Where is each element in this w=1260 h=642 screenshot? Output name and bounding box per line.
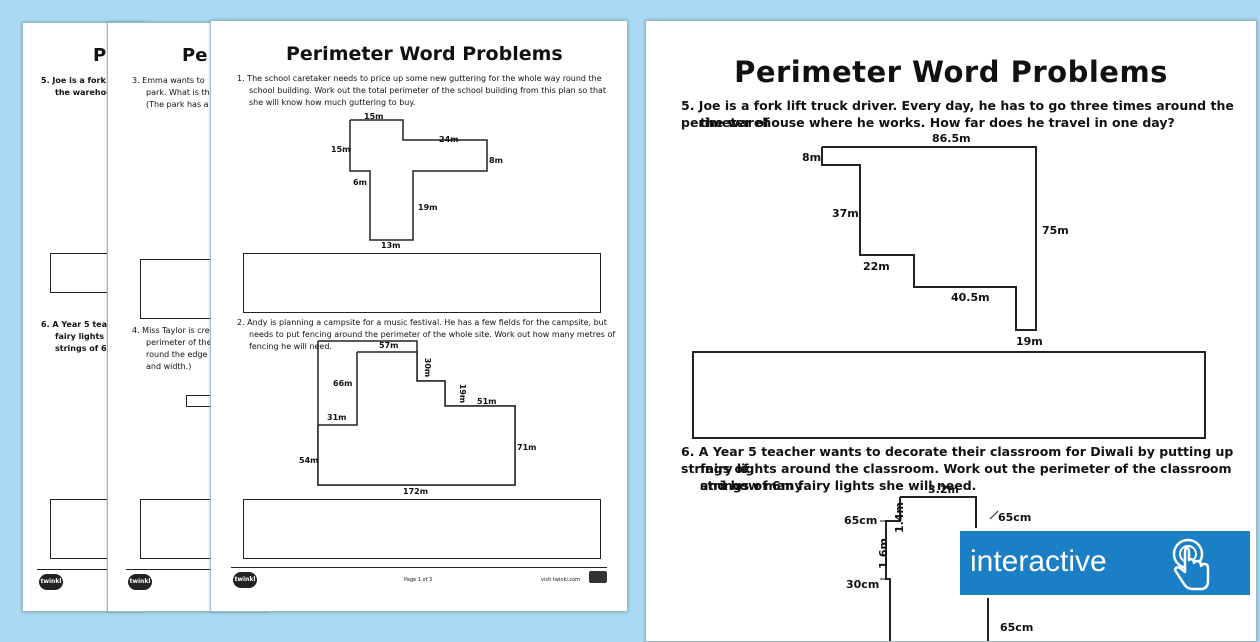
question-2-line-3: fencing he will need. bbox=[249, 342, 332, 351]
question-6-line-3: strings of 6m bbox=[55, 344, 115, 353]
dimension-label: 30cm bbox=[846, 578, 880, 591]
question-4-line-1: 4. Miss Taylor is cre bbox=[132, 326, 210, 335]
question-2-line-2: needs to put fencing around the perimete… bbox=[249, 330, 616, 339]
question-1-line-3: she will know how much guttering to buy. bbox=[249, 98, 416, 107]
twinkl-logo: twinkl go! bbox=[39, 574, 63, 601]
dimension-label: 8m bbox=[489, 156, 503, 165]
dimension-label: 13m bbox=[381, 241, 401, 250]
dimension-label: 24m bbox=[439, 135, 459, 144]
question-4-line-2: perimeter of the bbox=[146, 338, 212, 347]
question-6-line-2: fairy lights a bbox=[55, 332, 113, 341]
dimension-label: 65cm bbox=[1000, 621, 1034, 634]
answer-box-q2[interactable] bbox=[243, 499, 601, 559]
footer-divider bbox=[126, 569, 256, 570]
dimension-label: 19m bbox=[418, 203, 438, 212]
dimension-label: 6m bbox=[353, 178, 367, 187]
front-worksheet-page-1: Perimeter Word Problems 1. The school ca… bbox=[210, 20, 628, 612]
footer-divider bbox=[231, 567, 607, 568]
hand-pointer-icon bbox=[1172, 538, 1210, 591]
dimension-label: 8m bbox=[802, 151, 822, 164]
dimension-label: 172m bbox=[403, 487, 429, 496]
question-6-line-1: 6. A Year 5 teach bbox=[41, 320, 118, 329]
dimension-label: 15m bbox=[364, 112, 384, 121]
question-6-line-1: 6. A Year 5 teacher wants to decorate th… bbox=[681, 444, 1234, 476]
dimension-label-top: 3.2m bbox=[928, 483, 959, 496]
answer-box-q1[interactable] bbox=[243, 253, 601, 313]
dimension-label: 1.6m bbox=[876, 538, 890, 569]
dimension-label: 51m bbox=[477, 397, 497, 406]
page-title: Perimeter Word Problems bbox=[734, 55, 1168, 89]
answer-box-q5[interactable] bbox=[692, 351, 1206, 439]
campsite-outline bbox=[317, 351, 516, 486]
question-3-line-1: 3. Emma wants to bbox=[132, 76, 205, 85]
dimension-label: 15m bbox=[331, 145, 351, 154]
footer-url[interactable]: visit twinkl.com bbox=[541, 577, 581, 583]
dimension-label: 31m bbox=[327, 413, 347, 422]
interactive-label: interactive bbox=[970, 545, 1107, 578]
warehouse-plan bbox=[821, 146, 1037, 331]
dimension-label: 30m bbox=[423, 357, 433, 378]
dimension-label: 19m bbox=[1016, 335, 1043, 348]
dimension-label: 22m bbox=[863, 260, 890, 273]
dimension-label: 37m bbox=[832, 207, 859, 220]
question-5-line-2: the warehouse bbox=[55, 88, 122, 97]
dimension-label: 40.5m bbox=[951, 291, 990, 304]
question-5-line-2: the warehouse where he works. How far do… bbox=[700, 115, 1175, 130]
dimension-arrow bbox=[989, 510, 999, 520]
question-4-line-3: round the edge o bbox=[146, 350, 215, 359]
dimension-label: 54m bbox=[299, 456, 319, 465]
question-5-line-1: 5. Joe is a fork l bbox=[41, 76, 112, 85]
dimension-label: 71m bbox=[517, 443, 537, 452]
footer-divider bbox=[37, 569, 143, 570]
twinkl-logo: twinkl go! bbox=[128, 574, 152, 601]
dimension-label: 1.4m bbox=[892, 502, 906, 533]
question-2-line-1: 2. Andy is planning a campsite for a mus… bbox=[237, 318, 607, 327]
dimension-label: 65cm bbox=[844, 514, 878, 527]
page-title: Pe bbox=[182, 45, 208, 66]
question-5-line-1: 5. Joe is a fork lift truck driver. Ever… bbox=[681, 98, 1234, 130]
building-outline bbox=[349, 119, 488, 241]
question-3-line-3: (The park has a bbox=[146, 100, 209, 109]
dimension-label: 66m bbox=[333, 379, 353, 388]
classroom-outline bbox=[885, 497, 901, 641]
dimension-label: 75m bbox=[1042, 224, 1069, 237]
dimension-label: 57m bbox=[379, 341, 399, 350]
twinkl-logo: twinkl go! bbox=[233, 572, 257, 599]
page-number: Page 1 of 3 bbox=[404, 577, 433, 583]
dimension-label: 65cm bbox=[998, 511, 1032, 524]
question-1-line-2: school building. Work out the total peri… bbox=[249, 86, 607, 95]
publisher-logo-icon bbox=[589, 571, 607, 583]
campsite-plan bbox=[317, 351, 516, 486]
main-worksheet-page: Perimeter Word Problems 5. Joe is a fork… bbox=[645, 20, 1257, 642]
dimension-label: 19m bbox=[458, 383, 468, 404]
question-6-line-2: fairy lights around the classroom. Work … bbox=[700, 461, 1232, 493]
interactive-badge-button[interactable]: interactive bbox=[957, 528, 1253, 598]
question-6-line-3: strings of 6m fairy lights she will need… bbox=[700, 478, 977, 493]
page-title: Perimeter Word Problems bbox=[286, 43, 563, 65]
question-4-line-4: and width.) bbox=[146, 362, 192, 371]
warehouse-outline bbox=[821, 146, 1037, 331]
question-3-line-2: park. What is the bbox=[146, 88, 215, 97]
question-1-line-1: 1. The school caretaker needs to price u… bbox=[237, 74, 602, 83]
dimension-label-top: 86.5m bbox=[932, 132, 971, 145]
